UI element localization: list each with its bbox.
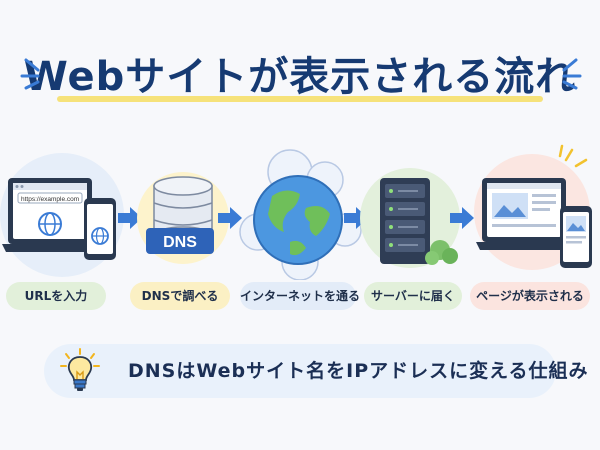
page-displayed-icon <box>474 144 592 270</box>
tip-box <box>44 344 556 398</box>
tip-text: DNSはWebサイト名をIPアドレスに変える仕組み <box>128 360 589 382</box>
server-rack-icon <box>360 168 460 268</box>
step-label-url: URLを入力 <box>6 282 106 310</box>
title-wrap: Webサイトが表示される流れ <box>0 44 600 102</box>
globe-icon <box>239 149 362 280</box>
left-sparkle-icon <box>20 58 40 90</box>
dns-badge-text: DNS <box>163 234 197 251</box>
step-label-page: ページが表示される <box>470 282 590 310</box>
laptop-phone-icon: https://example.com <box>0 153 124 277</box>
flow-illustration: https://example.com DNS <box>0 144 592 280</box>
step-label-internet: インターネットを通る <box>240 282 360 310</box>
step-label-dns: DNSで調べる <box>130 282 230 310</box>
dns-database-icon: DNS <box>137 172 229 264</box>
arrow-1-icon <box>118 207 142 229</box>
right-sparkle-icon <box>562 58 582 90</box>
step-label-server: サーバーに届く <box>364 282 462 310</box>
url-bar-text: https://example.com <box>21 196 79 203</box>
title-underline <box>57 96 543 102</box>
lightbulb-icon <box>60 348 100 391</box>
arrow-4-icon <box>450 207 474 229</box>
arrow-2-icon <box>218 207 242 229</box>
page-title: Webサイトが表示される流れ <box>23 54 577 100</box>
